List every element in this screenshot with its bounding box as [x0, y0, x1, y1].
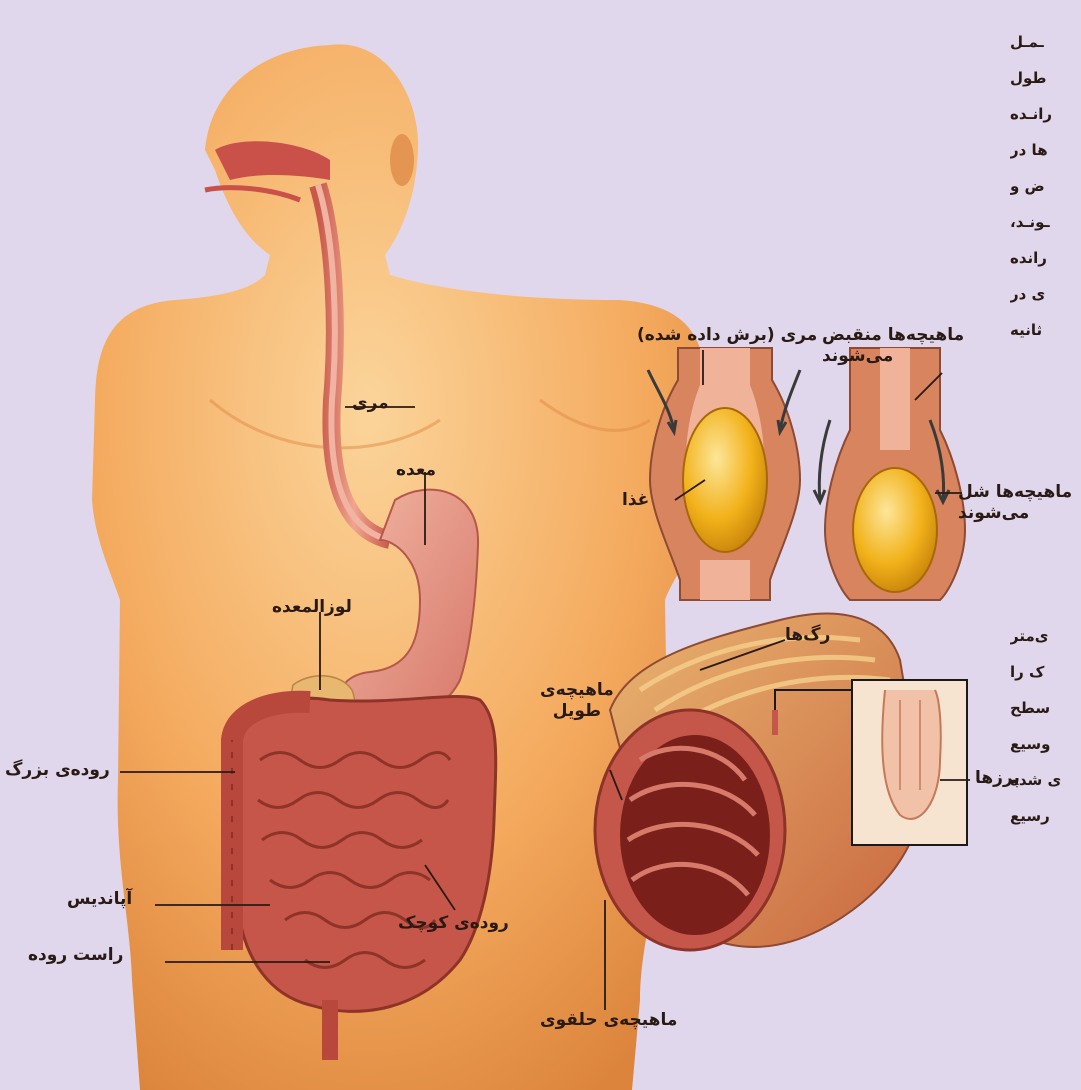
food-bolus-right — [853, 468, 937, 592]
side-paragraph-bottom: ی‌متر ک را سطح وسیع ی شده رسیع — [1010, 618, 1081, 834]
label-esophagus-cut: مری (برش داده شده) — [637, 325, 817, 346]
label-food: غذا — [622, 490, 649, 511]
label-pancreas: لوزالمعده — [272, 597, 352, 618]
side-text-line: ک را — [1010, 654, 1081, 690]
label-large-intestine: روده‌ی بزرگ — [5, 760, 110, 781]
label-blood-vessels: رگ‌ها — [785, 625, 830, 646]
side-paragraph-top: ـمـل طول رانـده ها در ض و ـونـد، رانده ی… — [1010, 24, 1081, 348]
side-text-line: ثانیه — [1010, 312, 1081, 348]
side-text-line: ـمـل — [1010, 24, 1081, 60]
label-appendix: آپاندیس — [67, 889, 132, 910]
label-circular-muscle: ماهیچه‌ی حلقوی — [540, 1010, 677, 1031]
side-text-line: طول — [1010, 60, 1081, 96]
side-text-line: ی‌متر — [1010, 618, 1081, 654]
label-stomach: معده — [396, 460, 436, 481]
label-rectum: راست روده — [28, 945, 123, 966]
label-muscles-contract: ماهیچه‌ها منقبض می‌شوند — [822, 325, 964, 368]
side-text-line: سطح — [1010, 690, 1081, 726]
side-text-line: ض و — [1010, 168, 1081, 204]
label-longitudinal-muscle: ماهیچه‌ی طویل — [540, 680, 614, 723]
label-small-intestine: روده‌ی کوچک — [398, 913, 509, 934]
side-text-line: وسیع — [1010, 726, 1081, 762]
side-text-line: ها در — [1010, 132, 1081, 168]
side-text-line: ی شده — [1010, 762, 1081, 798]
side-text-line: رانـده — [1010, 96, 1081, 132]
label-muscles-relax: ماهیچه‌ها شل می‌شوند — [958, 482, 1072, 525]
side-text-line: ـونـد، — [1010, 204, 1081, 240]
side-text-line: رسیع — [1010, 798, 1081, 834]
food-bolus-left — [683, 408, 767, 552]
side-text-line: رانده — [1010, 240, 1081, 276]
side-text-line: ی در — [1010, 276, 1081, 312]
label-esophagus: مری — [352, 393, 389, 414]
